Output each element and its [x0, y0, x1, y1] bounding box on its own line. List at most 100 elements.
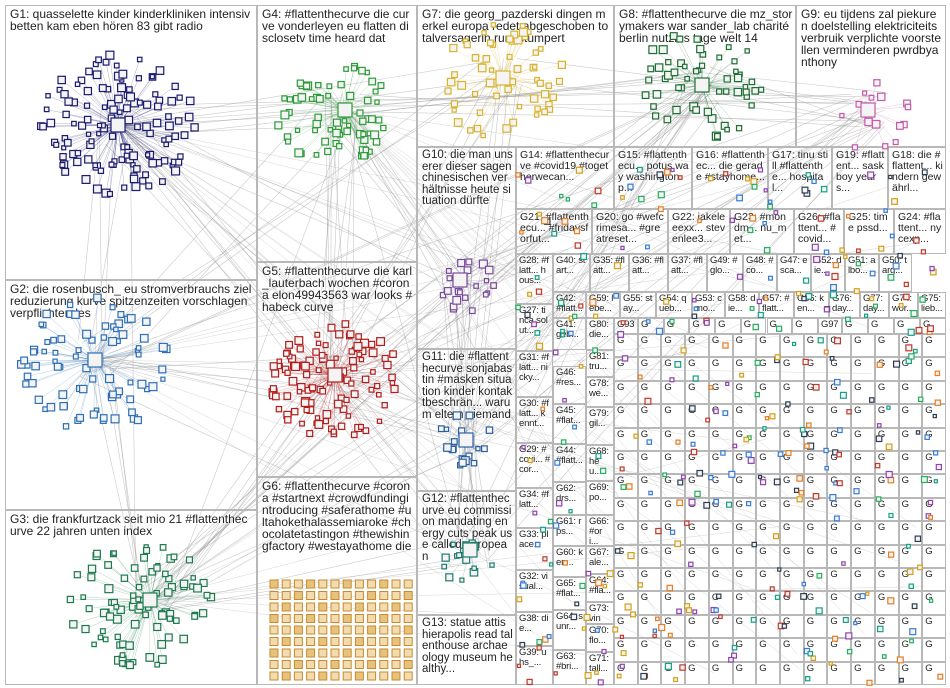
- cluster-G33[interactable]: G33: place...: [516, 528, 553, 570]
- cluster-G80[interactable]: G80: die...: [586, 318, 614, 350]
- tiny-cluster-cell[interactable]: G: [685, 404, 709, 427]
- tiny-cluster-cell[interactable]: G: [638, 591, 662, 614]
- tiny-cluster-cell[interactable]: G: [827, 662, 851, 685]
- tiny-cluster-cell[interactable]: G: [756, 615, 780, 638]
- tiny-cluster-cell[interactable]: G: [780, 334, 804, 357]
- tiny-cluster-cell[interactable]: G: [780, 638, 804, 661]
- tiny-cluster-cell[interactable]: G: [638, 404, 662, 427]
- tiny-cluster-cell[interactable]: G: [780, 545, 804, 568]
- cluster-G60[interactable]: G60: ken...: [553, 546, 586, 577]
- cluster-G21[interactable]: G21: #flattenthecu... #fridaysforfut...: [516, 209, 592, 254]
- tiny-cluster-cell[interactable]: G: [922, 498, 946, 521]
- cluster-G42[interactable]: G42: #flatt...: [553, 292, 586, 318]
- cluster-G74[interactable]: G74: wor...: [889, 292, 918, 318]
- tiny-cluster-cell[interactable]: G: [899, 591, 923, 614]
- cluster-G55[interactable]: G55: stay...: [620, 292, 656, 318]
- cluster-G61[interactable]: G61: rps...: [553, 515, 586, 546]
- tiny-cluster-cell[interactable]: G: [899, 545, 923, 568]
- tiny-cluster-cell[interactable]: G: [875, 498, 899, 521]
- tiny-cluster-cell[interactable]: G: [638, 381, 662, 404]
- tiny-cluster-cell[interactable]: G: [709, 451, 733, 474]
- tiny-cluster-cell[interactable]: G: [922, 521, 946, 544]
- tiny-cluster-cell[interactable]: G: [661, 381, 685, 404]
- tiny-cluster-cell[interactable]: G: [875, 334, 899, 357]
- cluster-G19[interactable]: G19: #flattent... saskboy years...: [832, 147, 888, 209]
- tiny-cluster-cell[interactable]: G: [614, 662, 638, 685]
- tiny-cluster-cell[interactable]: G: [899, 662, 923, 685]
- cluster-G14[interactable]: G14: #flattenthecurve #covid19 #together…: [516, 147, 614, 209]
- tiny-cluster-cell[interactable]: G: [661, 521, 685, 544]
- tiny-cluster-cell[interactable]: G: [661, 662, 685, 685]
- tiny-cluster-cell[interactable]: G: [733, 357, 757, 380]
- tiny-cluster-cell[interactable]: G: [875, 381, 899, 404]
- cluster-G68[interactable]: G68: heu...: [586, 445, 614, 481]
- cluster-G25[interactable]: G25: time pssd...: [844, 209, 894, 254]
- tiny-cluster-cell[interactable]: G: [851, 334, 875, 357]
- tiny-cluster-cell[interactable]: G: [804, 498, 828, 521]
- tiny-cluster-cell[interactable]: G: [638, 521, 662, 544]
- cluster-G39[interactable]: G39: uhs_...: [516, 646, 553, 685]
- tiny-cluster-cell[interactable]: G: [756, 381, 780, 404]
- graph-node[interactable]: [931, 269, 937, 275]
- tiny-cluster-cell[interactable]: G: [709, 498, 733, 521]
- tiny-cluster-cell[interactable]: G: [756, 591, 780, 614]
- cluster-G29[interactable]: G29: #covi... #cor...: [516, 443, 553, 488]
- tiny-cluster-cell[interactable]: G: [827, 334, 851, 357]
- tiny-cluster-cell[interactable]: G: [733, 428, 757, 451]
- tiny-cluster-cell[interactable]: G: [875, 615, 899, 638]
- tiny-cluster-cell[interactable]: G: [899, 357, 923, 380]
- tiny-cluster-cell[interactable]: G: [875, 428, 899, 451]
- tiny-cluster-cell[interactable]: G: [851, 428, 875, 451]
- cluster-G81[interactable]: G81: tru...: [586, 350, 614, 377]
- tiny-cluster-cell[interactable]: G: [614, 638, 638, 661]
- tiny-cluster-cell[interactable]: G: [685, 357, 709, 380]
- tiny-cluster-cell[interactable]: G: [899, 638, 923, 661]
- cluster-G57[interactable]: G57: #flatt...: [759, 292, 794, 318]
- tiny-cluster-cell[interactable]: G: [922, 638, 946, 661]
- tiny-cluster-cell[interactable]: G: [922, 474, 946, 497]
- tiny-cluster-cell[interactable]: G: [851, 545, 875, 568]
- cluster-G10[interactable]: G10: die man unserer dieser sagen chines…: [417, 147, 516, 349]
- tiny-cluster-cell[interactable]: G: [661, 474, 685, 497]
- cluster-G64[interactable]: G64: #fla...: [586, 574, 614, 602]
- tiny-cluster-cell[interactable]: G: [804, 545, 828, 568]
- tiny-cluster-cell[interactable]: G: [851, 521, 875, 544]
- tiny-cluster-cell[interactable]: G: [638, 638, 662, 661]
- cluster-G22[interactable]: G22: jakeleeexx... stevenlee3...: [668, 209, 730, 254]
- tiny-cluster-cell[interactable]: G: [875, 568, 899, 591]
- tiny-cluster-cell[interactable]: G: [804, 638, 828, 661]
- tiny-cluster-cell[interactable]: G: [922, 568, 946, 591]
- cluster-G78[interactable]: G78: we...: [586, 377, 614, 407]
- tiny-cluster-cell[interactable]: G: [709, 615, 733, 638]
- tiny-cluster-cell[interactable]: G: [780, 498, 804, 521]
- tiny-cluster-cell[interactable]: G: [875, 404, 899, 427]
- tiny-cluster-cell[interactable]: G: [733, 638, 757, 661]
- tiny-cluster-cell[interactable]: G: [827, 591, 851, 614]
- tiny-cluster-cell[interactable]: G: [733, 334, 757, 357]
- tiny-cluster-cell[interactable]: G: [756, 545, 780, 568]
- cluster-G45[interactable]: G45: #flat...: [553, 404, 586, 444]
- tiny-cluster-cell[interactable]: G: [709, 474, 733, 497]
- tiny-cluster-cell[interactable]: G: [661, 638, 685, 661]
- tiny-cluster-cell[interactable]: G: [709, 545, 733, 568]
- cluster-G52[interactable]: G52: die...: [811, 254, 845, 292]
- tiny-cluster-cell[interactable]: G: [661, 498, 685, 521]
- cluster-G44[interactable]: G44: #flatt...: [553, 444, 586, 482]
- tiny-cluster-cell[interactable]: G: [780, 615, 804, 638]
- tiny-cluster-cell[interactable]: G: [792, 318, 818, 334]
- cluster-G65[interactable]: G65: #flat...: [553, 577, 586, 610]
- tiny-cluster-cell[interactable]: G: [638, 318, 664, 334]
- tiny-cluster-cell[interactable]: G: [614, 498, 638, 521]
- tiny-cluster-cell[interactable]: G: [709, 662, 733, 685]
- tiny-cluster-cell[interactable]: G: [780, 662, 804, 685]
- tiny-cluster-cell[interactable]: G: [780, 357, 804, 380]
- cluster-G50[interactable]: G50: targ...: [879, 254, 912, 292]
- cluster-G47[interactable]: G47: esca...: [777, 254, 811, 292]
- tiny-cluster-cell[interactable]: G: [827, 357, 851, 380]
- tiny-cluster-cell[interactable]: G: [661, 568, 685, 591]
- tiny-cluster-cell[interactable]: G: [685, 662, 709, 685]
- cluster-G36[interactable]: G36: #flatt...: [629, 254, 668, 292]
- tiny-cluster-cell[interactable]: G: [709, 521, 733, 544]
- cluster-G8[interactable]: G8: #flattenthecurve die mz_storymakers …: [614, 5, 796, 147]
- cluster-G97[interactable]: G97: [818, 318, 842, 334]
